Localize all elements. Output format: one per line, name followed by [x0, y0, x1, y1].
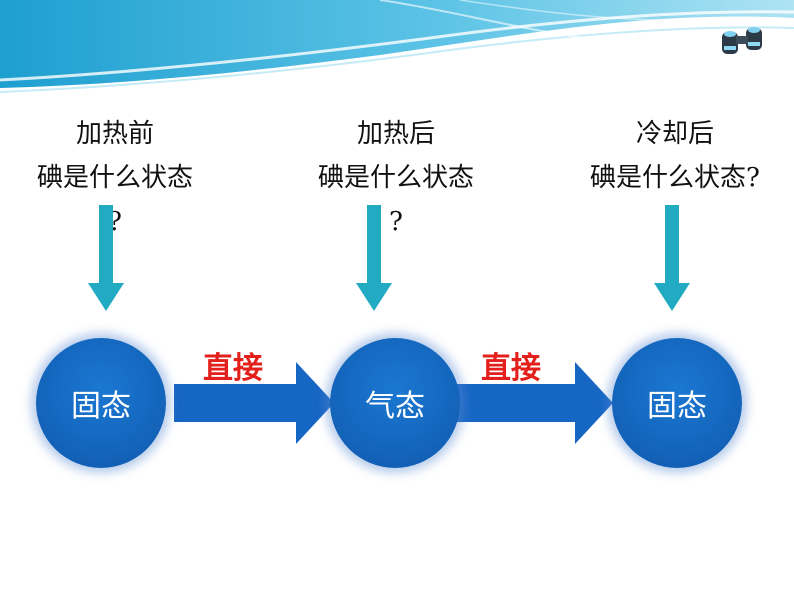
state-1-label: 固态 — [71, 389, 131, 424]
stage-1-question-line1: 加热前 — [75, 119, 154, 149]
binoculars-icon — [722, 27, 762, 54]
transition-1-label: 直接 — [203, 351, 263, 386]
stage-2-question: 加热后 碘是什么状态 ? — [296, 112, 496, 244]
down-arrow-icon — [356, 205, 392, 311]
transition-2-label: 直接 — [481, 351, 541, 386]
state-2-label: 气态 — [365, 389, 425, 424]
down-arrow-icon — [654, 205, 690, 311]
header-wave-band — [0, 0, 794, 93]
down-arrow-icon — [88, 205, 124, 311]
state-3-label: 固态 — [647, 389, 707, 424]
stage-2-question-line2: 碘是什么状态 — [317, 163, 474, 193]
stage-2-question-line3: ? — [389, 207, 403, 237]
stage-3-question: 冷却后 碘是什么状态? — [560, 112, 790, 200]
stage-2-question-line1: 加热后 — [356, 119, 435, 149]
state-circle-3: 固态 — [612, 338, 742, 468]
stage-1-question-line2: 碘是什么状态 — [36, 163, 193, 193]
stage-1-question: 加热前 碘是什么状态 ? — [15, 112, 215, 244]
stage-3-question-line1: 冷却后 — [635, 119, 714, 149]
right-arrow-icon — [174, 362, 334, 444]
state-circle-2: 气态 — [330, 338, 460, 468]
stage-3-question-line2: 碘是什么状态? — [590, 163, 760, 193]
state-circle-1: 固态 — [36, 338, 166, 468]
right-arrow-icon — [453, 362, 613, 444]
